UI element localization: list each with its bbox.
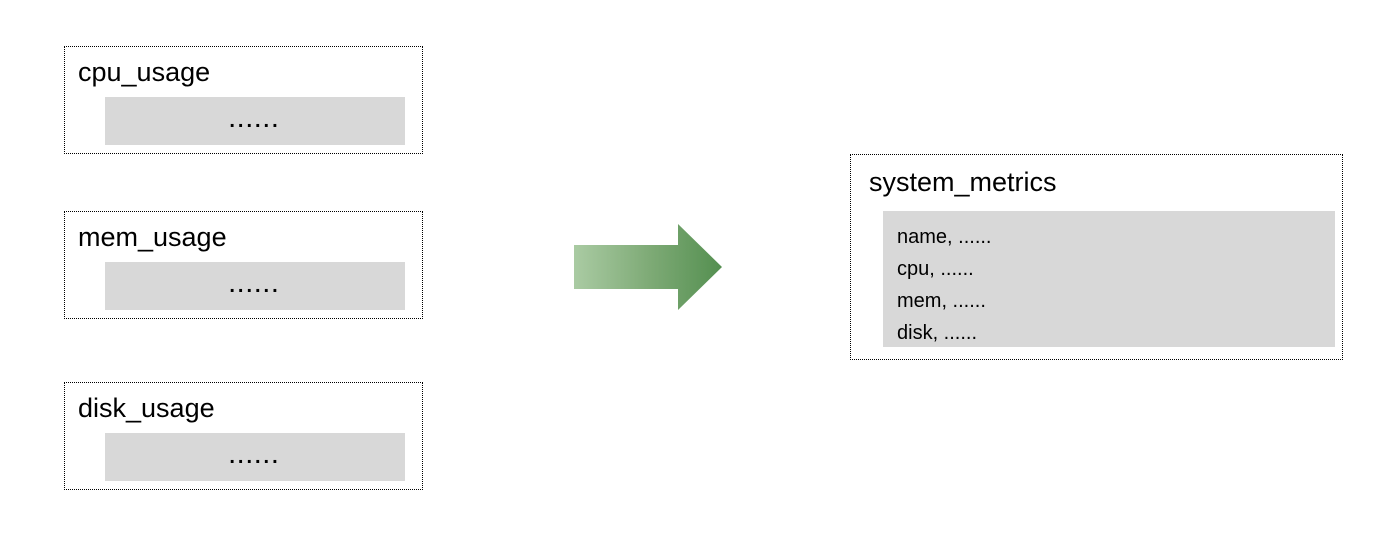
source-title-cpu-usage: cpu_usage [78,57,211,87]
source-box-disk-usage: disk_usage ...... [64,382,423,490]
source-bar-disk-usage: ...... [105,433,405,481]
target-title-system-metrics: system_metrics [869,167,1057,197]
target-box-system-metrics: system_metrics name, ...... cpu, ...... … [850,154,1343,360]
merge-arrow [574,224,722,310]
source-bar-cpu-usage: ...... [105,97,405,145]
field-row-mem: mem, ...... [897,290,986,312]
source-bar-mem-usage: ...... [105,262,405,310]
field-row-cpu: cpu, ...... [897,258,974,280]
field-row-disk: disk, ...... [897,322,978,344]
right-arrow-icon [574,224,722,310]
source-title-mem-usage: mem_usage [78,222,227,252]
source-title-disk-usage: disk_usage [78,393,215,423]
field-row-name: name, ...... [897,226,992,248]
target-fields-panel: name, ...... cpu, ...... mem, ...... dis… [883,211,1335,347]
source-box-mem-usage: mem_usage ...... [64,211,423,319]
source-box-cpu-usage: cpu_usage ...... [64,46,423,154]
